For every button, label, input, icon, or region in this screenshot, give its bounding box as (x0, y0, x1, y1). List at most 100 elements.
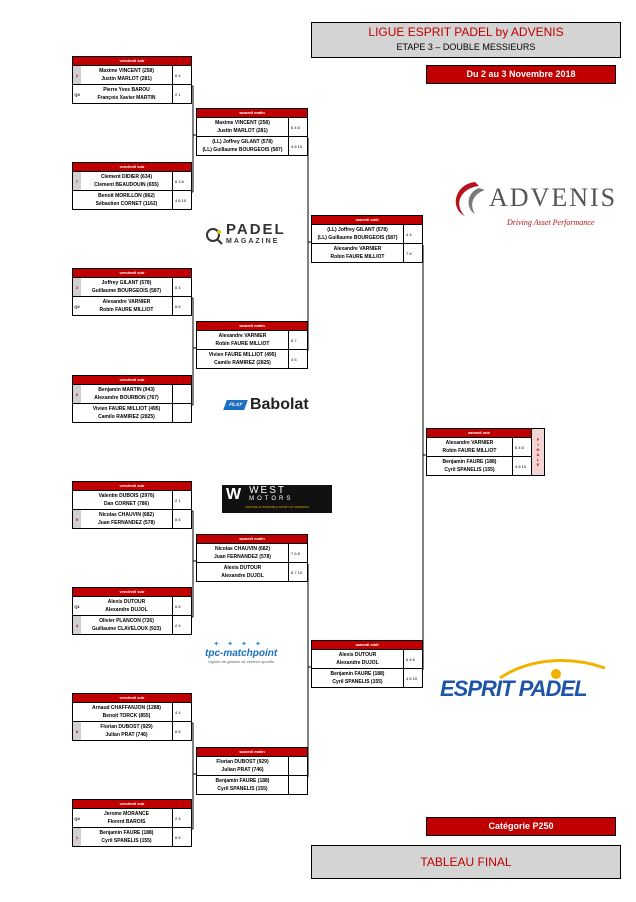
player-name: Cyril SPANELIS (155) (217, 786, 268, 792)
player-name: Guillaume BOURGEOIS (587) (91, 288, 162, 294)
seed-badge: 4 (73, 616, 81, 634)
player-name: (LL) Joffrey GILANT (578) (212, 139, 273, 145)
seed-badge: Q4 (73, 809, 81, 827)
score-cell: 6 6 (172, 722, 191, 740)
score-cell: 4 6 10 (403, 669, 422, 687)
player-name: Nicolas CHAUVIN (682) (214, 546, 270, 552)
player-name: Alexandre VARNIER (218, 333, 267, 339)
player-name: Florian DUBOST (929) (216, 759, 269, 765)
dates-banner: Du 2 au 3 Novembre 2018 (426, 65, 616, 84)
player-name: Juan FERNANDEZ (578) (214, 554, 271, 560)
player-name: Robin FAURE MILLIOT (330, 254, 385, 260)
player-name: Maxime VINCENT (258) (215, 120, 270, 126)
score-cell: 6 4 (172, 66, 191, 84)
score-cell: 4 6 10 (288, 137, 307, 155)
player-name: Alexandre VARNIER (445, 440, 494, 446)
match-time: samedi soir (427, 429, 531, 437)
score-cell (172, 385, 191, 403)
player-name: Julian PRAT (746) (221, 767, 264, 773)
match-time: vendredi soir (73, 269, 191, 277)
player-name: Florian DUBOST (929) (100, 724, 153, 730)
score-cell: 6 6 (172, 510, 191, 528)
player-name: Joffrey GILANT (578) (101, 280, 152, 286)
player-name: Alexandre BOURBON (767) (94, 395, 159, 401)
player-name: Clement DIDIER (634) (100, 174, 153, 180)
player-name: Guillaume CLAVELOUX (923) (91, 626, 162, 632)
seed-badge: Q1 (73, 597, 81, 615)
player-name: Robin FAURE MILLIOT (215, 341, 270, 347)
seed-badge: 3 (73, 278, 81, 296)
player-name: Justin MARLOT (281) (217, 128, 268, 134)
player-name: Julian PRAT (746) (105, 732, 148, 738)
team-row: Arnaud CHAFFANJON (1288) Benoit TORCK (85… (73, 702, 191, 721)
score-cell: 4 4 (172, 703, 191, 721)
score-cell: 6 3 6 (172, 172, 191, 190)
player-name: Benoit TORCK (855) (102, 713, 151, 719)
seed-badge (73, 703, 81, 721)
seed-badge: 6 (73, 385, 81, 403)
match-box: samedi midi(LL) Joffrey GILANT (578)(LL)… (311, 215, 423, 263)
score-cell: 4 6 (288, 350, 307, 368)
match-time: samedi matin (197, 535, 307, 543)
player-name: (LL) Guillaume BOURGEOIS (587) (317, 235, 398, 241)
player-name: Benjamin FAURE (188) (330, 671, 385, 677)
esprit-padel-logo: ESPRIT PADEL (440, 658, 606, 701)
match-time: samedi matin (197, 322, 307, 330)
player-name: Olivier PLANCON (726) (99, 618, 154, 624)
score-cell: 6 6 (172, 828, 191, 846)
player-name: Juan FERNANDEZ (578) (98, 520, 155, 526)
esprit-swoosh-icon (499, 659, 606, 680)
final-label-letter: N (536, 447, 540, 452)
score-cell: 4 6 10 (512, 457, 531, 475)
match-time: vendredi soir (73, 800, 191, 808)
score-cell: 7 6 8 (288, 544, 307, 562)
advenis-logo: ADVENIS Driving Asset Performance (445, 178, 617, 227)
match-time: vendredi soir (73, 588, 191, 596)
player-name: Cyril SPANELIS (155) (444, 467, 495, 473)
team-row: (LL) Joffrey GILANT (578)(LL) Guillaume … (312, 224, 422, 243)
score-cell: 6 4 6 (288, 118, 307, 136)
team-row: Benjamin FAURE (188)Cyril SPANELIS (155)… (312, 668, 422, 687)
team-row: Valentin DUBOIS (2976)Dan CORNET (786)2 … (73, 490, 191, 509)
player-name: Cyril SPANELIS (155) (101, 838, 152, 844)
player-name: Florent BAROIS (107, 819, 146, 825)
match-time: vendredi soir (73, 376, 191, 384)
player-name: Nicolas CHAUVIN (682) (98, 512, 154, 518)
score-cell (288, 757, 307, 775)
w-mark-icon: W (226, 486, 242, 503)
player-name: Maxime VINCENT (258) (99, 68, 154, 74)
player-name: Alexandre VARNIER (333, 246, 382, 252)
score-cell: 6 6 (172, 297, 191, 315)
player-name: Alexandre DUJOL (336, 660, 379, 666)
player-name: Clement BEAUDOUIN (655) (94, 182, 159, 188)
final-label-letter: E (536, 462, 540, 467)
player-name: (LL) Guillaume BOURGEOIS (587) (202, 147, 283, 153)
final-label-letter: A (536, 452, 540, 457)
score-cell: 6 4 (172, 278, 191, 296)
west-motors-logo: W WEST MOTORS CENTRE AUTOMOBILE SPORT ET… (222, 485, 332, 513)
score-cell: 4 4 (403, 225, 422, 243)
category-banner: Catégorie P250 (426, 817, 616, 836)
score-cell: 2 1 (172, 85, 191, 103)
player-name: Arnaud CHAFFANJON (1288) (92, 705, 161, 711)
player-name: Jerome MORANCE (103, 811, 149, 817)
tournament-title: LIGUE ESPRIT PADEL by ADVENIS (368, 25, 564, 39)
player-name: Sébastien CORNET (1162) (95, 201, 158, 207)
padel-racket-icon (206, 228, 223, 245)
score-cell: 6 7 (288, 331, 307, 349)
